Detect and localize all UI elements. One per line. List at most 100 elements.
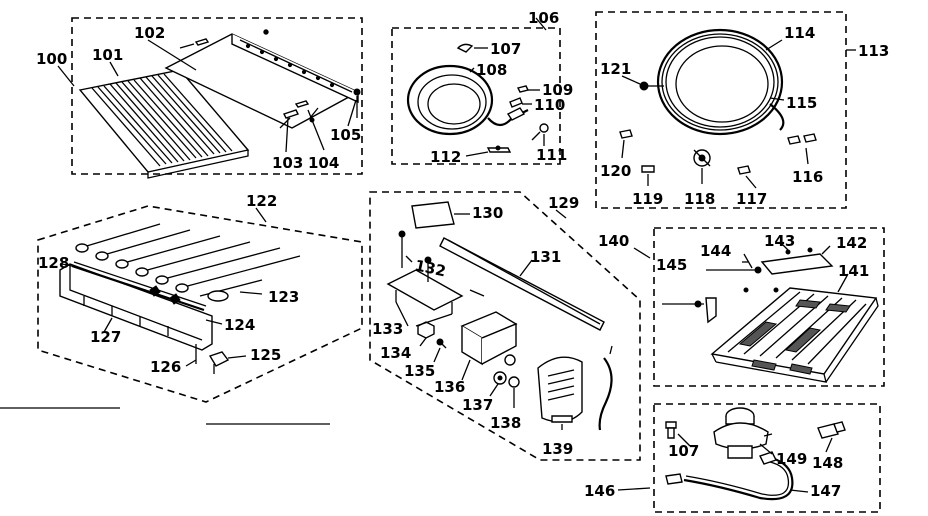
leader-135 (433, 347, 441, 363)
leader-132 (405, 255, 413, 263)
label-103: 103 (272, 154, 303, 172)
label-145: 145 (656, 256, 687, 274)
leader-123 (239, 291, 263, 295)
group-122-burner-assembly: 122 123 124 125 126 127 128 (37, 192, 363, 403)
label-106: 106 (528, 9, 559, 27)
label-121: 121 (600, 60, 631, 78)
bracket-112 (486, 145, 512, 153)
leader-124 (205, 319, 223, 325)
label-123: 123 (268, 288, 299, 306)
leader-133a (395, 301, 409, 327)
label-107b: 107 (668, 442, 699, 460)
label-138: 138 (490, 414, 521, 432)
label-117: 117 (736, 190, 767, 208)
label-144: 144 (700, 242, 731, 260)
valve-118 (693, 149, 711, 167)
group-113-hose-kit: 113 114 115 116 117 118 119 120 121 (595, 11, 889, 209)
leader-101 (109, 61, 119, 77)
label-137: 137 (462, 396, 493, 414)
group-146-regulator-hose: 107 149 148 147 146 (584, 403, 881, 513)
leader-127 (103, 317, 113, 333)
valve-bracket-136 (460, 311, 518, 366)
label-148: 148 (812, 454, 843, 472)
nut-138 (504, 354, 520, 388)
label-143: 143 (764, 232, 795, 250)
leader-103 (285, 117, 289, 153)
hose-coil-114 (639, 28, 785, 136)
label-104: 104 (308, 154, 339, 172)
rod-131 (439, 237, 605, 331)
label-plate-130 (411, 201, 455, 229)
venturi-tubes-123 (75, 223, 301, 302)
clip-107 (456, 43, 474, 53)
screw-145 (706, 266, 762, 274)
label-134: 134 (380, 344, 411, 362)
label-112: 112 (430, 148, 461, 166)
label-135: 135 (404, 362, 435, 380)
leader-120 (621, 139, 625, 159)
leader-141 (837, 273, 849, 293)
leader-102 (147, 39, 197, 71)
label-126: 126 (150, 358, 181, 376)
label-111: 111 (536, 146, 567, 164)
heat-plate-141 (710, 287, 879, 383)
leader-104 (307, 109, 325, 151)
group-129-outline (369, 191, 641, 461)
leader-144 (743, 253, 753, 269)
fitting-148 (817, 421, 846, 439)
leader-129 (555, 209, 567, 219)
leader-122 (255, 207, 267, 223)
label-139: 139 (542, 440, 573, 458)
label-140: 140 (598, 232, 629, 250)
screw-135 (436, 338, 447, 349)
leader-115 (769, 97, 785, 101)
leader-136 (461, 359, 471, 381)
leader-112 (465, 151, 489, 157)
leader-105 (347, 99, 357, 127)
terminal-111 (531, 123, 549, 141)
group-100-grate-shelf: 100 101 102 103 104 105 (36, 17, 363, 179)
leader-114 (765, 39, 783, 51)
label-127: 127 (90, 328, 121, 346)
leader-128 (61, 263, 73, 267)
label-133: 133 (372, 320, 403, 338)
label-125: 125 (250, 346, 281, 364)
connector-110 (509, 97, 523, 108)
fitting-117 (737, 165, 751, 175)
leader-142 (821, 245, 831, 255)
label-105: 105 (330, 126, 361, 144)
leader-131 (519, 259, 533, 277)
label-109: 109 (542, 81, 573, 99)
leader-148 (825, 437, 833, 453)
fitting-120 (619, 129, 633, 139)
leader-107b (677, 433, 691, 447)
leader-134 (419, 337, 427, 347)
group-106-igniter-wire: 106 107 108 109 110 111 112 (391, 9, 573, 166)
regulator-149 (713, 407, 773, 459)
leader-117 (745, 175, 757, 189)
label-147: 147 (810, 482, 841, 500)
label-102: 102 (134, 24, 165, 42)
valve-125 (208, 351, 230, 374)
label-113: 113 (858, 42, 889, 60)
group-100-outline (71, 17, 363, 175)
fitting-116 (787, 133, 817, 145)
group-146-outline (653, 403, 881, 513)
hose-147 (665, 451, 794, 501)
fitting-107b (665, 421, 677, 439)
label-124: 124 (224, 316, 255, 334)
label-100: 100 (36, 50, 67, 68)
leader-143 (781, 243, 789, 251)
bracket-142 (760, 247, 834, 275)
label-146: 146 (584, 482, 615, 500)
label-110: 110 (534, 96, 565, 114)
igniter-rod-128 (71, 261, 207, 312)
leader-147 (789, 489, 809, 493)
label-136: 136 (434, 378, 465, 396)
label-116: 116 (792, 168, 823, 186)
label-115: 115 (786, 94, 817, 112)
washer-137 (493, 371, 507, 385)
label-149: 149 (776, 450, 807, 468)
group-113-outline (595, 11, 847, 209)
